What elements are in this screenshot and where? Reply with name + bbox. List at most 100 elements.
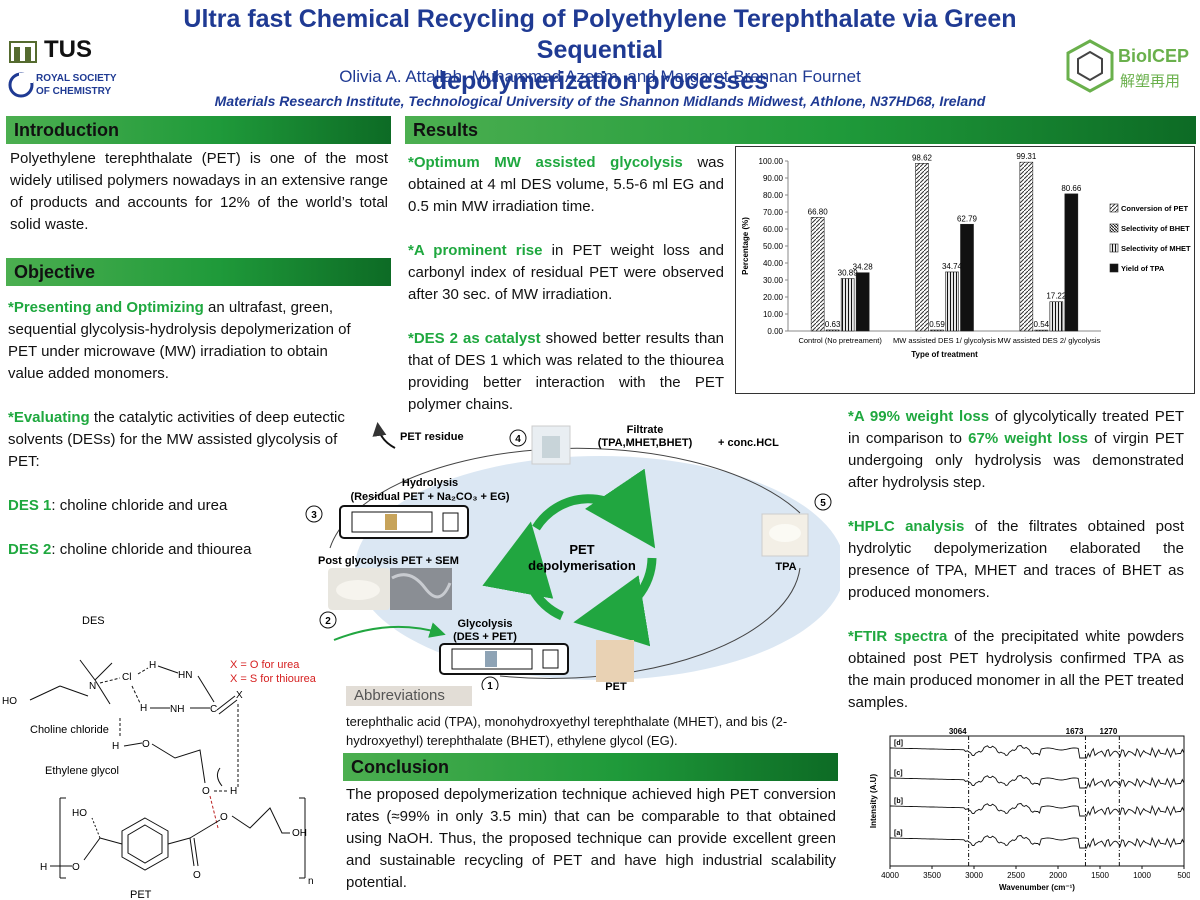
green-arrow-left — [482, 521, 564, 621]
y-tick-label: 100.00 — [759, 157, 784, 166]
bar — [930, 329, 944, 332]
x-tick-label: Control (No pretreament) — [798, 336, 882, 345]
bar — [1064, 193, 1079, 332]
ftir-peak-label: 3064 — [949, 727, 967, 736]
objective-heading-bar: Objective — [6, 258, 391, 286]
legend-swatch — [1109, 263, 1119, 273]
bar-data-label: 0.63 — [825, 320, 841, 329]
results-p2: *A prominent rise in PET weight loss and… — [408, 240, 724, 306]
objective-p1-body: an ultrafast, green, sequential glycolys… — [8, 299, 351, 382]
glycolysis-green-arrow — [333, 622, 446, 641]
o-label-pet2: O — [193, 870, 201, 881]
weight-loss-body-2: of virgin PET undergoing only hydrolysis… — [848, 430, 1184, 491]
pet-structure-label: PET — [130, 889, 152, 898]
step-4-circle — [509, 429, 527, 447]
step-1-circle — [481, 676, 499, 690]
objective-heading: Objective — [14, 262, 96, 282]
objective-des1: DES 1: choline chloride and urea — [8, 495, 358, 517]
results-p3: *DES 2 as catalyst showed better results… — [408, 328, 724, 416]
step-4-label: 4 — [515, 434, 521, 445]
h-label-2: H — [140, 703, 147, 714]
des-structure-diagram: DES HO N Cl H HN H NH C X X = O for urea… — [2, 615, 317, 898]
legend-swatch — [1109, 203, 1119, 213]
objective-p2: *Evaluating the catalytic activities of … — [8, 407, 358, 473]
nh-label-1: HN — [178, 670, 192, 681]
results-heading: Results — [413, 120, 479, 140]
pet-photo — [596, 640, 634, 682]
y-tick-label: 30.00 — [763, 276, 784, 285]
affiliation: Materials Research Institute, Technologi… — [214, 93, 986, 109]
cycle-arc-right — [499, 567, 801, 679]
step-3-label: 3 — [311, 510, 317, 521]
conclusion-heading-bar: Conclusion — [343, 753, 838, 781]
bar — [945, 271, 959, 332]
h-label-pet: H — [40, 862, 47, 873]
introduction-heading: Introduction — [14, 120, 119, 140]
n-plus-label: N — [89, 681, 96, 692]
ftir-x-tick-label: 2000 — [1049, 871, 1067, 880]
tus-logo-text: TUS — [44, 36, 92, 63]
ftir-x-tick-label: 1500 — [1091, 871, 1109, 880]
hydrolysis-vial — [385, 514, 397, 530]
des1-body: : choline chloride and urea — [51, 497, 228, 514]
green-arrow-right — [573, 557, 657, 647]
hydrolysis-label: Hydrolysis — [402, 477, 458, 489]
des2-body: : choline chloride and thiourea — [51, 541, 252, 558]
abbreviations-heading: Abbreviations — [354, 687, 445, 704]
tus-castle-icon — [9, 41, 37, 63]
legend-swatch — [1109, 243, 1119, 253]
results-p2-body: in PET weight loss and carbonyl index of… — [408, 242, 724, 303]
hplc-body: of the filtrates obtained post hydrolyti… — [848, 518, 1184, 601]
process-diagram: PET depolymerisation 4 PET residue Filtr… — [305, 422, 840, 690]
ftir-x-tick-label: 4000 — [881, 871, 899, 880]
results-p3-highlight: *DES 2 as catalyst — [408, 330, 541, 347]
bar — [810, 217, 825, 332]
y-tick-label: 90.00 — [763, 174, 784, 183]
bar-data-label: 30.89 — [838, 268, 859, 277]
cl-label: Cl — [122, 672, 131, 683]
bar-data-label: 62.79 — [957, 214, 978, 223]
process-ellipse — [355, 456, 840, 680]
results-p3-body: showed better results than that of DES 1… — [408, 330, 725, 413]
bar-data-label: 34.74 — [942, 262, 963, 271]
o-label-pet3: O — [220, 812, 228, 823]
h-label-4: H — [230, 786, 237, 797]
rsc-logo-line2: OF CHEMISTRY — [36, 86, 112, 97]
introduction-text: Polyethylene terephthalate (PET) is one … — [10, 150, 388, 233]
introduction-heading-bar: Introduction — [6, 116, 391, 144]
y-tick-label: 70.00 — [763, 208, 784, 217]
des2-label: DES 2 — [8, 541, 52, 558]
ftir-paragraph: *FTIR spectra of the precipitated white … — [848, 626, 1184, 714]
rsc-logo: ROYAL SOCIETY OF CHEMISTRY — [8, 70, 120, 104]
x-tick-label: MW assisted DES 1/ glycolysis — [893, 336, 996, 345]
bar — [960, 223, 974, 332]
c-label: C — [210, 704, 217, 715]
title-line1: Ultra fast Chemical Recycling of Polyeth… — [183, 5, 1017, 64]
y-tick-label: 40.00 — [763, 259, 784, 268]
step-2-circle — [319, 611, 337, 629]
bioicep-logo-sub: 解塑再用 — [1120, 73, 1181, 90]
step-1-label: 1 — [487, 681, 493, 690]
ftir-peak-label: 1673 — [1066, 727, 1084, 736]
authors: Olivia A. Attallah, Muhammad Azeem, and … — [339, 67, 861, 86]
nh-label-2: NH — [170, 704, 184, 715]
ftir-series-label: [a] — [894, 830, 903, 837]
weight-loss-99-highlight: *A 99% weight loss — [848, 408, 990, 425]
ftir-x-tick-label: 3000 — [965, 871, 983, 880]
h-label-3: H — [112, 741, 119, 752]
objective-p1: *Presenting and Optimizing an ultrafast,… — [8, 297, 358, 385]
legend-entry: Conversion of PET — [1121, 204, 1189, 213]
ftir-highlight: *FTIR spectra — [848, 628, 948, 645]
conclusion-text: The proposed depolymerization technique … — [346, 786, 836, 891]
y-tick-label: 80.00 — [763, 191, 784, 200]
ftir-body: of the precipitated white powders obtain… — [848, 628, 1184, 711]
x-label: X — [236, 690, 243, 701]
results-p1-highlight: *Optimum MW assisted glycolysis — [408, 154, 683, 171]
poster-title: Ultra fast Chemical Recycling of Polyeth… — [120, 4, 1080, 97]
glycolysis-microwave-panel — [542, 649, 559, 669]
legend-swatch — [1109, 223, 1119, 233]
objective-p2-body: the catalytic activities of deep eutecti… — [8, 409, 345, 470]
legend-entry: Selectivity of MHET — [1121, 244, 1191, 253]
